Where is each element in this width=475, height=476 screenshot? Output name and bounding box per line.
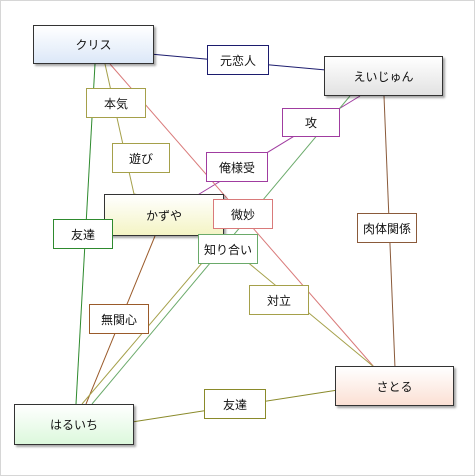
node-kazuya[interactable]: かずや xyxy=(104,194,224,236)
edge-label-tairitsu: 対立 xyxy=(249,285,309,315)
edge-label-bimyou: 微妙 xyxy=(213,199,273,229)
edge-label-seme: 攻 xyxy=(282,108,340,137)
node-kurisu[interactable]: クリス xyxy=(33,25,154,64)
edge-line-kazuya-haruichi xyxy=(81,235,226,405)
edge-label-tomodachi2: 友達 xyxy=(204,389,266,419)
edge-label-shiriai: 知り合い xyxy=(198,234,258,264)
edge-label-honki: 本気 xyxy=(86,88,146,118)
node-label: クリス xyxy=(75,38,112,52)
node-label: えいじゅん xyxy=(353,69,414,84)
edge-label-oresamauke: 俺様受 xyxy=(206,152,268,182)
edge-label-asobi: 遊び xyxy=(112,143,170,173)
node-haruichi[interactable]: はるいち xyxy=(14,404,134,445)
edge-label-mukanshin: 無関心 xyxy=(89,304,149,334)
node-label: はるいち xyxy=(49,418,98,432)
node-satoru[interactable]: さとる xyxy=(335,366,454,406)
node-eijun[interactable]: えいじゅん xyxy=(324,56,443,96)
edge-label-motokoibito: 元恋人 xyxy=(207,45,269,75)
node-label: かずや xyxy=(145,208,182,223)
node-label: さとる xyxy=(376,379,413,394)
edge-label-nikutai: 肉体関係 xyxy=(357,213,417,243)
edge-label-tomodachi1: 友達 xyxy=(53,219,113,249)
edge-line-honki xyxy=(104,63,135,195)
